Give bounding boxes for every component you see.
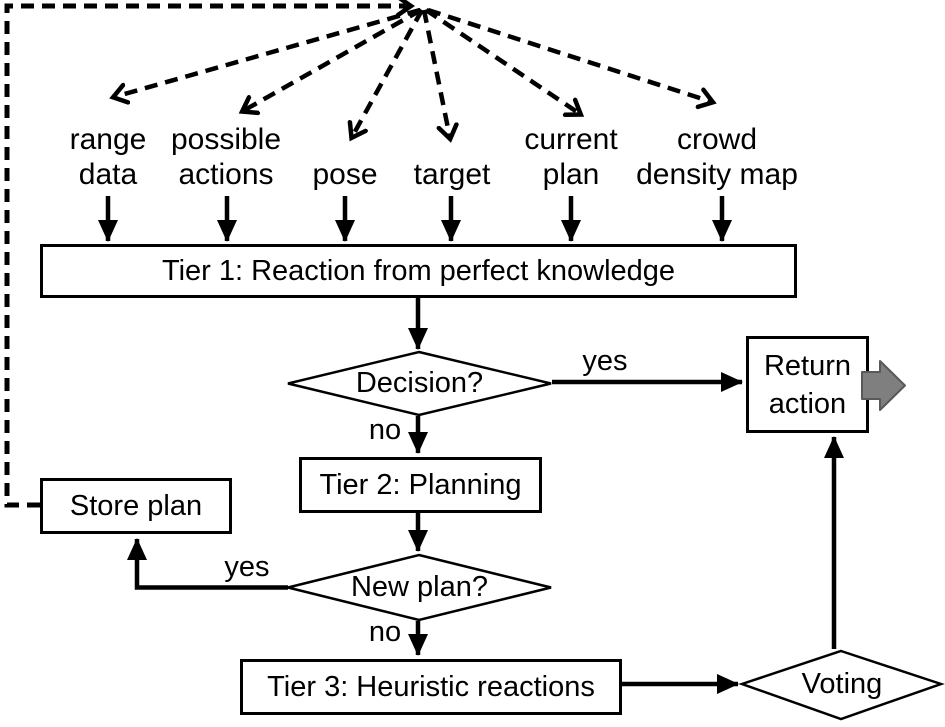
input-label-line: current	[524, 123, 618, 156]
return-action-box: Return action	[746, 336, 869, 433]
input-label-crowd-density-map: crowd density map	[622, 108, 812, 192]
input-label-range-data: range data	[53, 108, 163, 192]
input-label-line: pose	[312, 158, 378, 191]
tier3-box: Tier 3: Heuristic reactions	[240, 659, 622, 715]
input-label-current-plan: current plan	[506, 108, 636, 192]
input-label-line: possible	[170, 123, 282, 156]
dashed-arrow-to-current-plan	[424, 8, 580, 114]
input-label-line: target	[413, 158, 491, 191]
decision-diamond-label: Decision?	[355, 367, 484, 399]
input-label-possible-actions: possible actions	[156, 108, 296, 192]
input-label-line: range	[69, 123, 147, 156]
dashed-arrow-to-crowd-density-map	[427, 7, 712, 102]
new-plan-diamond-label: New plan?	[350, 571, 489, 603]
new-plan-yes-label: yes	[224, 551, 270, 583]
tier2-box: Tier 2: Planning	[299, 457, 542, 513]
dashed-arrow-to-range-data	[114, 7, 421, 97]
new-plan-no-label: no	[368, 616, 402, 648]
dashed-arrow-to-possible-actions	[243, 8, 423, 111]
input-label-line: density map	[636, 158, 798, 191]
return-action-line: Return	[763, 349, 852, 382]
tier1-box: Tier 1: Reaction from perfect knowledge	[40, 244, 797, 298]
return-action-line: action	[768, 387, 847, 420]
input-label-target: target	[397, 108, 507, 192]
input-label-line: actions	[178, 158, 274, 191]
store-plan-box: Store plan	[40, 478, 232, 534]
input-label-line: crowd	[676, 123, 758, 156]
voting-diamond-label: Voting	[801, 668, 883, 700]
input-label-pose: pose	[295, 108, 395, 192]
input-label-line: data	[78, 158, 138, 191]
input-label-line: plan	[542, 158, 600, 191]
decision-yes-label: yes	[582, 345, 628, 377]
decision-no-label: no	[368, 414, 402, 446]
